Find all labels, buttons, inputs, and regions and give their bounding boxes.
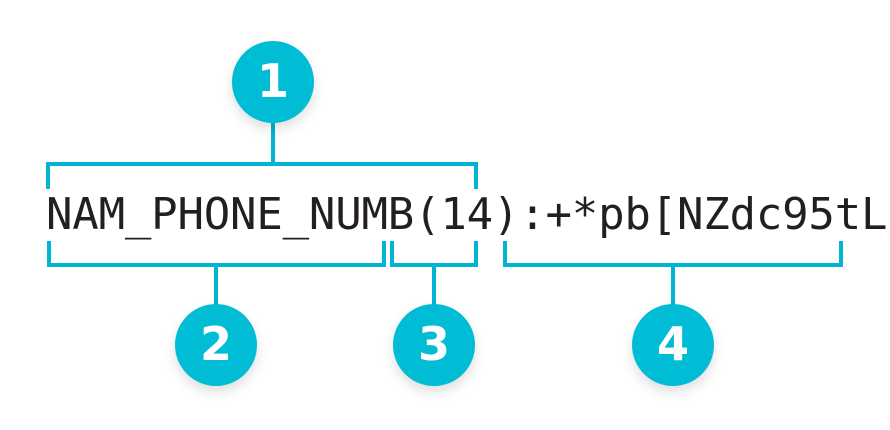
marker-circle-1[interactable]: 1 <box>232 41 314 123</box>
marker-label-3: 3 <box>417 317 450 371</box>
marker-label-1: 1 <box>256 54 289 108</box>
marker-circle-3[interactable]: 3 <box>393 304 475 386</box>
marker-label-4: 4 <box>656 317 689 371</box>
marker-circle-2[interactable]: 2 <box>175 304 257 386</box>
annotated-code-string: NAM_PHONE_NUMB(14):+*pb[NZdc95tLB <box>46 189 890 240</box>
marker-circle-4[interactable]: 4 <box>632 304 714 386</box>
bracket-bottom-segment-2 <box>47 241 386 267</box>
bracket-bottom-segment-4 <box>503 241 843 267</box>
marker-label-2: 2 <box>199 317 232 371</box>
bracket-bottom-segment-3 <box>390 241 478 267</box>
